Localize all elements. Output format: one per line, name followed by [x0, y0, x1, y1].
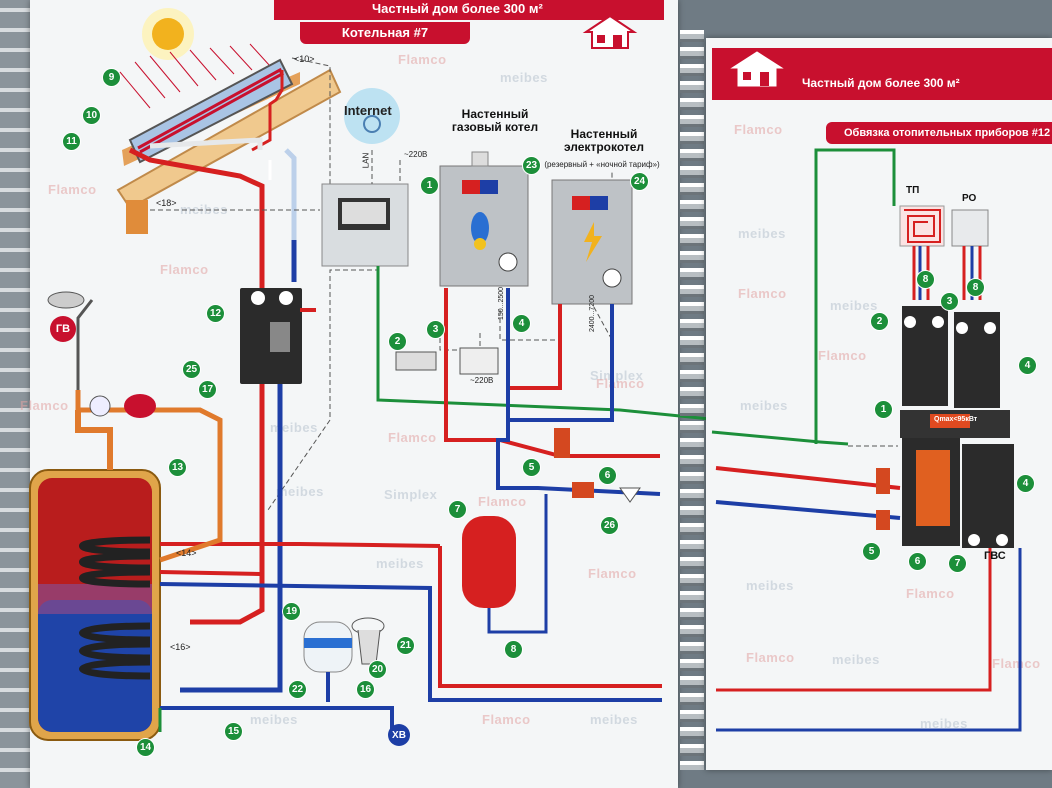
component-badge-9: 9 — [102, 68, 121, 87]
left-header-title: Частный дом более 300 м² — [372, 1, 543, 16]
component-badge-20: 20 — [368, 660, 387, 679]
label-gvs: ГВС — [984, 550, 1006, 562]
component-badge-5: 5 — [522, 458, 541, 477]
component-badge-r8a: 8 — [916, 270, 935, 289]
watermark-meibes: meibes — [920, 716, 968, 731]
ref-label-18: <18> — [156, 198, 177, 208]
electric-boiler-note: (резервный + «ночной тариф») — [544, 160, 660, 169]
watermark-meibes: meibes — [180, 202, 228, 217]
gas-boiler-label: Настенный газовый котел — [451, 107, 539, 134]
ref-label-10: <10> — [294, 54, 315, 64]
label-ro: РО — [962, 193, 977, 204]
component-badge-11: 11 — [62, 132, 81, 151]
component-badge-22: 22 — [288, 680, 307, 699]
binder-rings-left — [0, 0, 30, 788]
watermark-flamco: Flamco — [398, 52, 447, 67]
watermark-flamco: Flamco — [388, 430, 437, 445]
hot-water-badge-label: ГВ — [55, 323, 71, 335]
watermark-meibes: meibes — [830, 298, 878, 313]
component-badge-2: 2 — [388, 332, 407, 351]
component-badge-24: 24 — [630, 172, 649, 191]
label-tp: ТП — [906, 185, 920, 196]
component-badge-r2: 2 — [870, 312, 889, 331]
component-badge-12: 12 — [206, 304, 225, 323]
component-badge-26: 26 — [600, 516, 619, 535]
watermark-meibes: meibes — [590, 712, 638, 727]
component-badge-16: 16 — [356, 680, 375, 699]
electric-boiler-label: Настенный электрокотел — [563, 127, 645, 154]
power-label-bottom: ~220В — [470, 376, 494, 385]
component-badge-21: 21 — [396, 636, 415, 655]
ref-label-14: <14> — [176, 548, 197, 558]
component-badge-15: 15 — [224, 722, 243, 741]
watermark-flamco: Flamco — [482, 712, 531, 727]
component-badge-r4a: 4 — [1018, 356, 1037, 375]
component-badge-4: 4 — [512, 314, 531, 333]
component-badge-r8b: 8 — [966, 278, 985, 297]
watermark-simplex: Simplex — [590, 368, 644, 383]
component-badge-r1: 1 — [874, 400, 893, 419]
watermark-flamco: Flamco — [738, 286, 787, 301]
house-icon — [728, 48, 786, 90]
power-label-top: ~220В — [404, 150, 428, 159]
component-badge-23: 23 — [522, 156, 541, 175]
component-badge-13: 13 — [168, 458, 187, 477]
watermark-flamco: Flamco — [478, 494, 527, 509]
watermark-meibes: meibes — [738, 226, 786, 241]
watermark-meibes: meibes — [740, 398, 788, 413]
watermark-meibes: meibes — [276, 484, 324, 499]
component-badge-14: 14 — [136, 738, 155, 757]
right-header-title: Частный дом более 300 м² — [802, 76, 960, 90]
lan-label: LAN — [361, 152, 371, 169]
range-label-b: 2400...7200 — [588, 295, 596, 332]
left-subheader: Котельная #7 — [300, 22, 470, 44]
watermark-flamco: Flamco — [160, 262, 209, 277]
watermark-simplex: Simplex — [384, 487, 438, 502]
watermark-flamco: Flamco — [20, 398, 69, 413]
range-label-a: 150...2500 — [498, 286, 506, 321]
right-subheader: Обвязка отопительных приборов #12 — [826, 122, 1052, 144]
component-badge-3: 3 — [426, 320, 445, 339]
component-badge-1: 1 — [420, 176, 439, 195]
component-badge-8: 8 — [504, 640, 523, 659]
component-badge-25: 25 — [182, 360, 201, 379]
watermark-meibes: meibes — [250, 712, 298, 727]
watermark-flamco: Flamco — [734, 122, 783, 137]
ref-label-16: <16> — [170, 642, 191, 652]
component-badge-7: 7 — [448, 500, 467, 519]
component-badge-r6: 6 — [908, 552, 927, 571]
watermark-meibes: meibes — [746, 578, 794, 593]
left-subheader-title: Котельная #7 — [341, 25, 429, 40]
house-icon — [582, 12, 638, 52]
left-header-banner: Частный дом более 300 м² — [274, 0, 664, 20]
right-subheader-title: Обвязка отопительных приборов #12 — [844, 127, 1051, 139]
watermark-meibes: meibes — [376, 556, 424, 571]
component-badge-17: 17 — [198, 380, 217, 399]
component-badge-r5: 5 — [862, 542, 881, 561]
watermark-flamco: Flamco — [48, 182, 97, 197]
watermark-flamco: Flamco — [906, 586, 955, 601]
manifold-label: Qmax<95кВт — [934, 416, 978, 423]
watermark-flamco: Flamco — [992, 656, 1041, 671]
component-badge-10: 10 — [82, 106, 101, 125]
watermark-flamco: Flamco — [746, 650, 795, 665]
component-badge-r4b: 4 — [1016, 474, 1035, 493]
watermark-flamco: Flamco — [588, 566, 637, 581]
watermark-meibes: meibes — [832, 652, 880, 667]
component-badge-19: 19 — [282, 602, 301, 621]
component-badge-r7: 7 — [948, 554, 967, 573]
watermark-flamco: Flamco — [818, 348, 867, 363]
watermark-flamco: Flamco — [596, 376, 645, 391]
binder-spiral — [680, 30, 704, 770]
cold-water-badge-label: ХВ — [392, 729, 406, 741]
component-badge-6: 6 — [598, 466, 617, 485]
watermark-meibes: meibes — [500, 70, 548, 85]
component-badge-r3: 3 — [940, 292, 959, 311]
hot-water-badge: ГВ — [50, 316, 76, 342]
internet-label: Internet — [344, 103, 392, 118]
cold-water-badge: ХВ — [388, 724, 410, 746]
